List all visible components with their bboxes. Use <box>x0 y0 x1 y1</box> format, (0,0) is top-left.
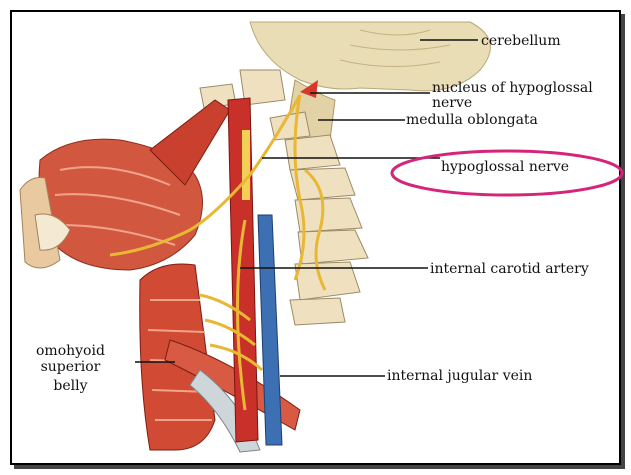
label-internal-jugular-vein: internal jugular vein <box>387 369 532 384</box>
label-omohyoid-line3: belly <box>36 378 105 394</box>
label-cerebellum: cerebellum <box>481 34 561 49</box>
label-internal-carotid-artery: internal carotid artery <box>430 262 589 277</box>
label-omohyoid-line1: omohyoid <box>36 343 105 359</box>
label-hypoglossal-nerve: hypoglossal nerve <box>441 160 569 175</box>
tongue-muscles <box>20 100 230 270</box>
label-omohyoid: omohyoid superior belly <box>36 343 105 394</box>
label-omohyoid-line2: superior <box>36 359 105 375</box>
label-nucleus-line2: nerve <box>432 96 593 111</box>
label-nucleus-line1: nucleus of hypoglossal <box>432 81 593 96</box>
label-nucleus-hypoglossal: nucleus of hypoglossal nerve <box>432 81 593 111</box>
label-medulla-oblongata: medulla oblongata <box>406 113 538 128</box>
